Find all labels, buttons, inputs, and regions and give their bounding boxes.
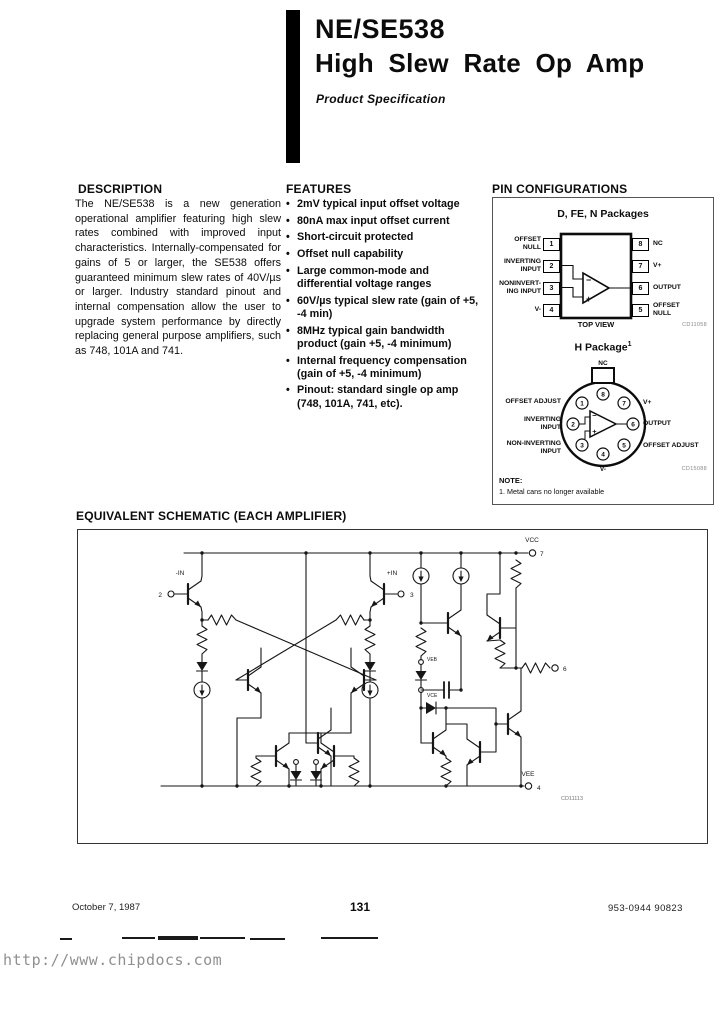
h-pin-6-label: OUTPUT — [643, 420, 671, 427]
opamp-minus-mark: − — [586, 275, 591, 285]
h-figure-code: CD15088 — [681, 466, 707, 472]
feature-item: 2mV typical input offset voltage — [286, 198, 484, 211]
h-pin-3: 3 — [580, 442, 584, 449]
h-pin-7-label: V+ — [643, 399, 652, 406]
h-opamp-plus-mark: + — [592, 427, 597, 436]
feature-item: 8MHz typical gain bandwidth product (gai… — [286, 325, 484, 351]
header-accent-bar — [286, 10, 300, 163]
feature-item: 60V/µs typical slew rate (gain of +5, -4… — [286, 295, 484, 321]
schematic-vcc-label: VCC — [525, 537, 539, 544]
dip-package-title: D, FE, N Packages — [557, 208, 649, 220]
dip-pin-1-label: OFFSET NULL — [514, 236, 541, 251]
h-pin-4: 4 — [601, 451, 605, 458]
h-pin-6: 6 — [631, 421, 635, 428]
note-heading: NOTE: — [499, 476, 523, 485]
dip-pin-2: 2 — [543, 260, 560, 273]
schematic-bias-bottom-label: VCE — [427, 693, 438, 699]
dip-pin-8-label: NC — [653, 240, 663, 247]
h-pin-5-label: OFFSET ADJUST — [643, 442, 699, 449]
footer-page-number: 131 — [349, 900, 371, 914]
feature-item: Pinout: standard single op amp (748, 101… — [286, 384, 484, 410]
h-nc-label: NC — [598, 360, 608, 367]
features-list: 2mV typical input offset voltage 80nA ma… — [286, 198, 484, 414]
dip-pin-8: 8 — [632, 238, 649, 251]
pin-configurations-panel: D, FE, N Packages − + 1 2 3 4 8 — [492, 197, 714, 505]
features-heading: FEATURES — [286, 182, 352, 196]
h-package-title-text: H Package — [574, 341, 628, 354]
schematic-pin3-label: 3 — [410, 592, 414, 599]
schematic-noninv-input-label: +IN — [387, 570, 398, 577]
pin-configurations-heading: PIN CONFIGURATIONS — [492, 182, 628, 196]
schematic-vee-label: VEE — [521, 771, 535, 778]
h-pin-1: 1 — [580, 400, 584, 407]
h-pin-2: 2 — [571, 421, 575, 428]
h-opamp-minus-mark: − — [592, 411, 597, 420]
schematic-pin7-label: 7 — [540, 551, 544, 558]
dip-pin-6-label: OUTPUT — [653, 284, 681, 291]
description-heading: DESCRIPTION — [78, 182, 163, 196]
footer-doc-code: 953-0944 90823 — [608, 903, 683, 914]
description-body: The NE/SE538 is a new generation operati… — [75, 198, 281, 358]
h-package-diagram: 1 2 3 4 5 6 7 8 NC V- − + OFFSET ADJUST … — [497, 356, 709, 473]
dip-pin-7-label: V+ — [653, 262, 662, 269]
opamp-plus-mark: + — [586, 294, 591, 304]
part-number: NE/SE538 — [315, 14, 446, 44]
feature-item: Short-circuit protected — [286, 231, 484, 244]
dip-pin-3-label: NONINVERT- ING INPUT — [499, 280, 541, 295]
schematic-heading: EQUIVALENT SCHEMATIC (EACH AMPLIFIER) — [76, 509, 347, 523]
h-pin-1-label: OFFSET ADJUST — [505, 398, 561, 405]
schematic-bias-top-label: VEB — [427, 657, 438, 663]
dip-pin-5-label: OFFSET NULL — [653, 302, 680, 317]
page-subtitle: Product Specification — [316, 92, 446, 106]
schematic-pin6-label: 6 — [563, 666, 567, 673]
dip-pin-4-label: V- — [534, 306, 541, 313]
page-title: High Slew Rate Op Amp — [315, 48, 645, 78]
dip-pin-2-label: INVERTING INPUT — [503, 258, 541, 273]
dip-pin-1: 1 — [543, 238, 560, 251]
watermark-url: http://www.chipdocs.com — [3, 951, 223, 969]
h-pin-3-label: NON-INVERTING INPUT — [506, 440, 561, 455]
h-pin-8: 8 — [601, 391, 605, 398]
dip-package-diagram: − + 1 2 3 4 8 7 6 5 OFFSET NULL INVERTIN… — [497, 224, 709, 332]
schematic-pin4-label: 4 — [537, 785, 541, 792]
footer-date: October 7, 1987 — [72, 902, 141, 913]
feature-item: Offset null capability — [286, 248, 484, 261]
h-package-title: H Package1 — [493, 341, 713, 354]
schematic-pin2-label: 2 — [158, 592, 162, 599]
dip-pin-7: 7 — [632, 260, 649, 273]
note-body: 1. Metal cans no longer available — [499, 487, 605, 496]
dip-caption: TOP VIEW — [577, 320, 615, 329]
feature-item: Internal frequency compensation (gain of… — [286, 355, 484, 381]
h-package-title-superscript: 1 — [627, 341, 632, 348]
dip-pin-4: 4 — [543, 304, 560, 317]
schematic-inv-input-label: -IN — [176, 570, 185, 577]
schematic-figure-code: CD11113 — [561, 796, 583, 802]
h-pin-7: 7 — [622, 400, 626, 407]
dip-figure-code: CD11058 — [682, 322, 707, 328]
h-pin-5: 5 — [622, 442, 626, 449]
dip-pin-3: 3 — [543, 282, 560, 295]
h-vminus-label: V- — [600, 466, 606, 472]
h-package-drawing: 1 2 3 4 5 6 7 8 NC V- − + — [559, 360, 647, 473]
equivalent-schematic-drawing: VCC 7 VEE 4 6 -IN 2 +IN 3 VEB VCE CD1111… — [77, 529, 708, 844]
dip-pin-6: 6 — [632, 282, 649, 295]
dip-pin-5: 5 — [632, 304, 649, 317]
feature-item: Large common-mode and differential volta… — [286, 265, 484, 291]
dip-outline-drawing: − + — [559, 232, 633, 320]
feature-item: 80nA max input offset current — [286, 215, 484, 228]
h-pin-2-label: INVERTING INPUT — [523, 416, 561, 431]
